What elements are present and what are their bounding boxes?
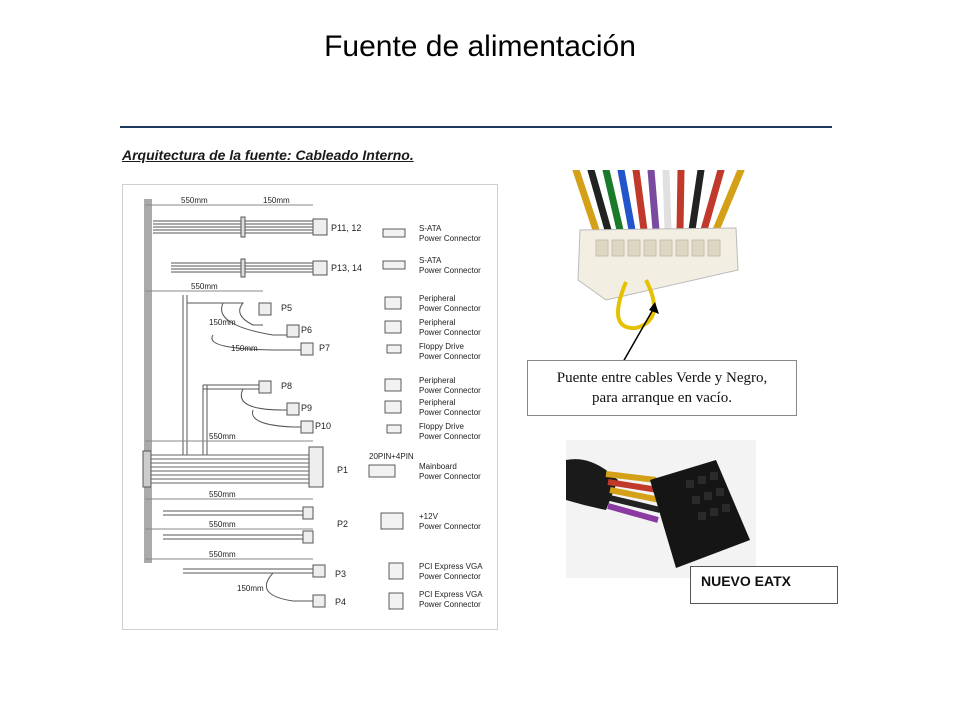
callout-arrow bbox=[622, 302, 659, 363]
dim-550f: 550mm bbox=[209, 550, 236, 559]
dim-550a: 550mm bbox=[181, 196, 208, 205]
connector-p13-14: P13, 14 bbox=[331, 263, 362, 273]
eatx-connector-photo bbox=[566, 440, 756, 578]
connector-p9: P9 bbox=[301, 403, 312, 413]
jumper-caption-line1: Puente entre cables Verde y Negro, bbox=[556, 370, 768, 386]
legend-6-sub: Power Connector bbox=[419, 386, 481, 395]
connector-p4: P4 bbox=[335, 597, 346, 607]
legend-4-name: Peripheral bbox=[419, 318, 456, 327]
section-title: Arquitectura de la fuente: Cableado Inte… bbox=[122, 147, 414, 163]
legend-4-sub: Power Connector bbox=[419, 328, 481, 337]
connector-p10: P10 bbox=[315, 421, 331, 431]
eatx-label: NUEVO EATX bbox=[690, 566, 838, 604]
dim-550d: 550mm bbox=[209, 490, 236, 499]
legend-11-sub: Power Connector bbox=[419, 572, 481, 581]
legend-5-sub: Power Connector bbox=[419, 352, 481, 361]
connector-p7: P7 bbox=[319, 343, 330, 353]
legend-3-sub: Power Connector bbox=[419, 304, 481, 313]
dim-150c: 150mm bbox=[231, 344, 258, 353]
connector-p1: P1 bbox=[337, 465, 348, 475]
legend-8-sub: Power Connector bbox=[419, 432, 481, 441]
connector-p2: P2 bbox=[337, 519, 348, 529]
atx-jumper-photo bbox=[566, 166, 746, 350]
legend-12-sub: Power Connector bbox=[419, 600, 481, 609]
legend-10-sub: Power Connector bbox=[419, 522, 481, 531]
legend-11-name: PCI Express VGA bbox=[419, 562, 483, 571]
connector-p11-12: P11, 12 bbox=[331, 223, 361, 233]
connector-p3: P3 bbox=[335, 569, 346, 579]
wiring-diagram: 550mm 150mm 550mm 150mm 150mm 550mm 550m… bbox=[122, 184, 498, 630]
dim-150d: 150mm bbox=[237, 584, 264, 593]
connector-p6: P6 bbox=[301, 325, 312, 335]
dim-150a: 150mm bbox=[263, 196, 290, 205]
connector-20pin-4pin: 20PIN+4PIN bbox=[369, 452, 414, 461]
legend-9-sub: Power Connector bbox=[419, 472, 481, 481]
jumper-caption: Puente entre cables Verde y Negro, para … bbox=[527, 360, 797, 416]
legend-1-name: S-ATA bbox=[419, 224, 442, 233]
jumper-caption-line2: para arranque en vacío. bbox=[592, 390, 732, 406]
legend-7-sub: Power Connector bbox=[419, 408, 481, 417]
legend-12-name: PCI Express VGA bbox=[419, 590, 483, 599]
legend-7-name: Peripheral bbox=[419, 398, 456, 407]
legend-1-sub: Power Connector bbox=[419, 234, 481, 243]
dim-550c: 550mm bbox=[209, 432, 236, 441]
header-rule bbox=[120, 126, 832, 128]
legend-2-name: S-ATA bbox=[419, 256, 442, 265]
legend-8-name: Floppy Drive bbox=[419, 422, 464, 431]
legend-5-name: Floppy Drive bbox=[419, 342, 464, 351]
legend-3-name: Peripheral bbox=[419, 294, 456, 303]
legend-2-sub: Power Connector bbox=[419, 266, 481, 275]
dim-550e: 550mm bbox=[209, 520, 236, 529]
connector-p8: P8 bbox=[281, 381, 292, 391]
dim-550b: 550mm bbox=[191, 282, 218, 291]
legend-9-name: Mainboard bbox=[419, 462, 457, 471]
dim-150b: 150mm bbox=[209, 318, 236, 327]
slide-title: Fuente de alimentación bbox=[324, 30, 636, 63]
legend-10-name: +12V bbox=[419, 512, 439, 521]
legend-6-name: Peripheral bbox=[419, 376, 456, 385]
connector-p5: P5 bbox=[281, 303, 292, 313]
wiring-diagram-svg: 550mm 150mm 550mm 150mm 150mm 550mm 550m… bbox=[142, 196, 483, 610]
